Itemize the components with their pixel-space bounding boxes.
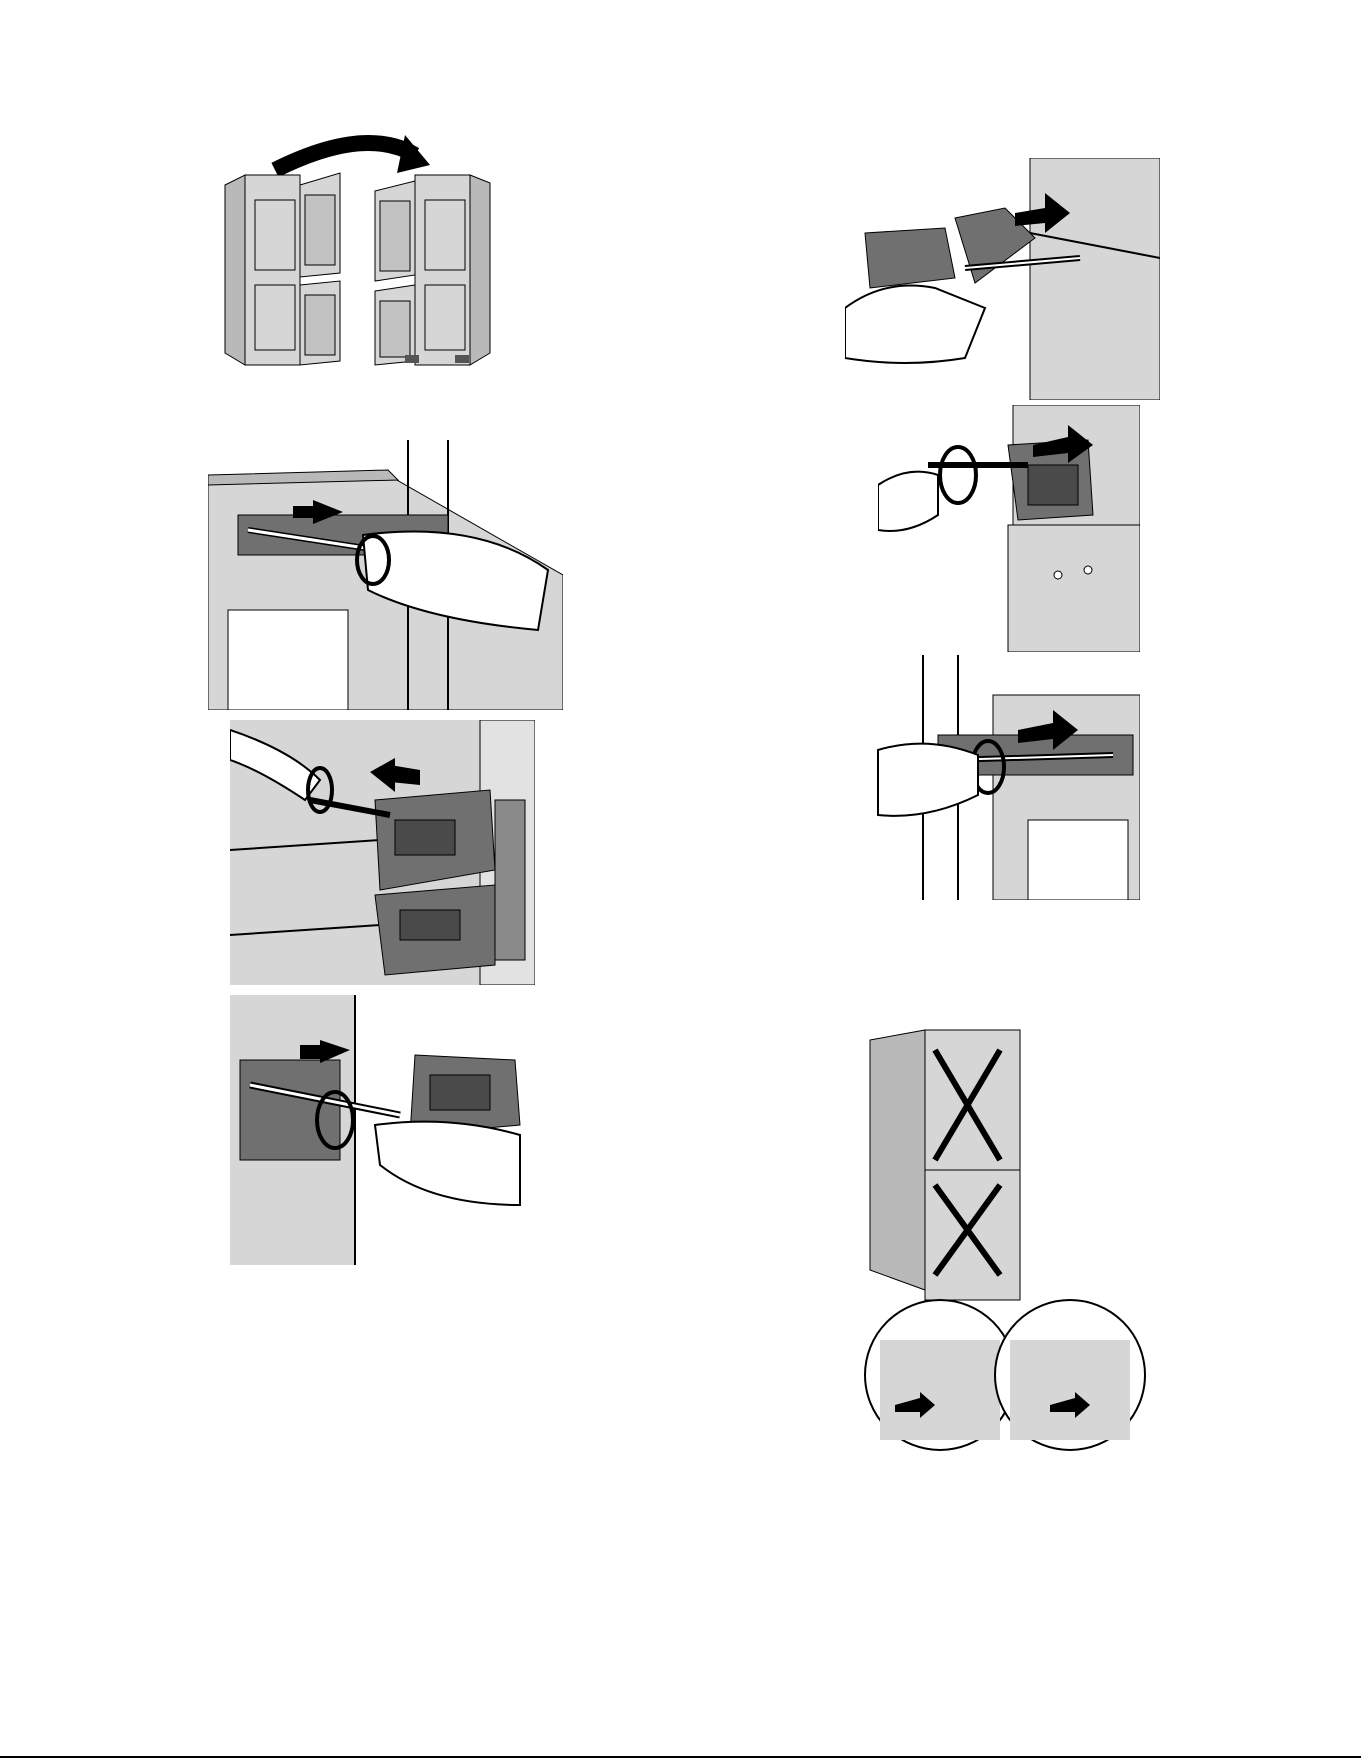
top-hinge-remove-screws	[208, 440, 563, 710]
middle-hinge-mount	[878, 405, 1140, 652]
screwdriver-hinge-icon	[230, 720, 535, 985]
top-hinge-mount	[868, 655, 1140, 900]
middle-hinge-unscrew	[230, 720, 535, 985]
cover-caps-icon	[860, 1020, 1150, 1460]
bottom-hinge-remove	[230, 995, 540, 1265]
door-reversal-overview	[215, 125, 525, 370]
screwdriver-hinge-icon	[230, 995, 540, 1265]
cover-caps-insert	[860, 1020, 1150, 1460]
screwdriver-hinge-icon	[845, 158, 1160, 400]
screwdriver-hinge-icon	[868, 655, 1140, 900]
footer-rule	[0, 1756, 1361, 1758]
hinge-mount-opposite-side	[845, 158, 1160, 400]
screwdriver-hinge-icon	[208, 440, 563, 710]
screwdriver-hinge-icon	[878, 405, 1140, 652]
refrigerator-door-swap-icon	[215, 125, 525, 370]
